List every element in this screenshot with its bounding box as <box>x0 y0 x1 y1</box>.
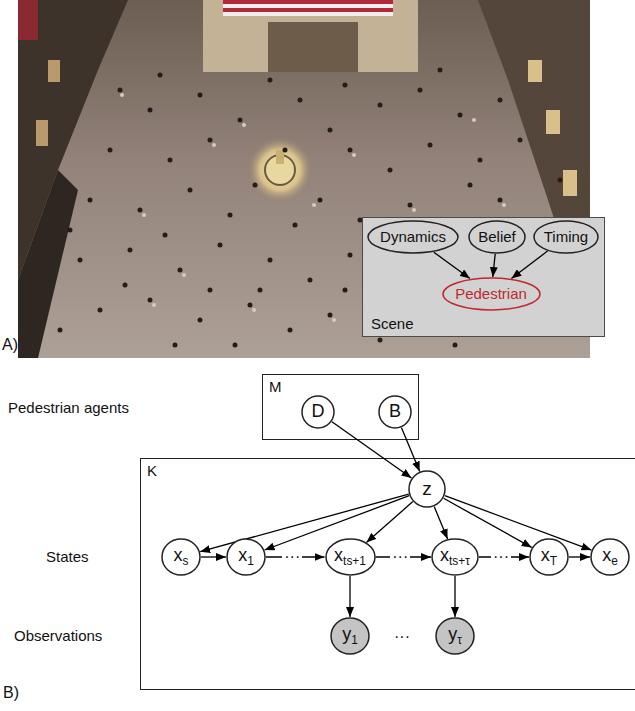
state-circle: xT <box>529 538 569 576</box>
variable-circle: D <box>301 395 335 429</box>
observation-circle: yτ <box>435 617 475 655</box>
factor-ellipse: Timing <box>533 220 599 254</box>
arrow-connector <box>349 576 350 617</box>
subscript: e <box>611 554 618 568</box>
subscript: 1 <box>247 554 254 568</box>
plate-label: M <box>269 379 282 396</box>
track-plate: Kz xs x1 xts+1 xts+τ xT xe y1 yτ <box>140 458 635 690</box>
arrow-connector <box>479 556 529 557</box>
plate-label: Scene <box>371 316 414 333</box>
subscript: s <box>183 554 189 568</box>
node-label: Timing <box>544 229 588 246</box>
arrow-connector <box>366 502 412 543</box>
arrow-connector <box>200 494 409 552</box>
outline-shape <box>591 539 629 575</box>
arrow-connector <box>454 576 455 617</box>
arrow-connector <box>444 498 532 547</box>
ellipsis-mark: ··· <box>282 549 302 565</box>
subscript: 1 <box>351 633 358 647</box>
arrow-connector <box>511 251 547 278</box>
node-label: B <box>389 402 401 422</box>
arrow-connector <box>265 496 410 550</box>
node-label: Dynamics <box>380 229 446 246</box>
outline-shape <box>436 618 474 654</box>
outline-shape <box>432 539 478 575</box>
panel-label: B) <box>3 684 19 702</box>
outline-shape <box>379 396 411 428</box>
outline-shape <box>530 539 568 575</box>
arrow-connector <box>376 556 432 557</box>
outline-shape <box>443 278 540 310</box>
row-label: States <box>46 548 89 565</box>
state-circle: xe <box>590 538 630 576</box>
outline-shape <box>162 539 200 575</box>
arrow-connector <box>201 556 226 557</box>
subscript: ts+1 <box>343 554 366 568</box>
outline-shape <box>409 471 445 507</box>
arrow-connector <box>569 556 590 557</box>
arrow-connector <box>434 507 447 539</box>
outline-shape <box>469 221 525 253</box>
arrow-connector <box>332 422 412 478</box>
node-label: xs <box>174 546 189 568</box>
subscript: τ <box>457 633 462 647</box>
plate-label: K <box>147 463 157 480</box>
subscript: T <box>550 554 557 568</box>
factor-ellipse: Dynamics <box>367 220 459 254</box>
ellipsis-mark: ··· <box>394 628 410 646</box>
node-label: xT <box>541 546 557 568</box>
node-label: xts+τ <box>440 546 470 568</box>
row-label: Pedestrian agents <box>8 399 129 416</box>
variable-circle: z <box>408 470 446 508</box>
node-label: Belief <box>478 229 516 246</box>
arrow-connector <box>402 428 420 472</box>
variable-circle: B <box>378 395 412 429</box>
node-label: Pedestrian <box>455 286 527 303</box>
state-circle: xts+1 <box>325 538 376 576</box>
node-label: xe <box>602 546 618 568</box>
subscript: ts+τ <box>449 554 470 568</box>
outline-shape <box>368 221 458 253</box>
agent-plate: M D B <box>262 374 419 440</box>
row-label: Observations <box>14 627 102 644</box>
node-label: z <box>422 479 432 500</box>
arrow-connector <box>434 252 470 278</box>
outline-shape <box>331 618 369 654</box>
node-label: y1 <box>342 625 358 647</box>
outline-shape <box>227 539 265 575</box>
observation-circle: y1 <box>330 617 370 655</box>
outline-shape <box>302 396 334 428</box>
outline-shape <box>326 539 375 575</box>
pedestrian-ellipse: Pedestrian <box>442 277 541 311</box>
node-label: x1 <box>238 546 254 568</box>
state-circle: x1 <box>226 538 266 576</box>
arrow-connector <box>266 556 325 557</box>
node-label: yτ <box>448 625 462 647</box>
state-circle: xts+τ <box>431 538 479 576</box>
node-label: D <box>312 402 325 422</box>
outline-shape <box>534 221 598 253</box>
arrow-connector <box>445 496 592 550</box>
arrow-connector <box>493 254 495 277</box>
factor-ellipse: Belief <box>468 220 526 254</box>
panel-label: A) <box>2 336 18 354</box>
scene-panel: Scene Dynamics Belief TimingPedestrian <box>362 217 605 337</box>
ellipsis-mark: ··· <box>491 549 511 565</box>
node-label: xts+1 <box>334 546 366 568</box>
ellipsis-mark: ··· <box>390 549 410 565</box>
state-circle: xs <box>161 538 201 576</box>
